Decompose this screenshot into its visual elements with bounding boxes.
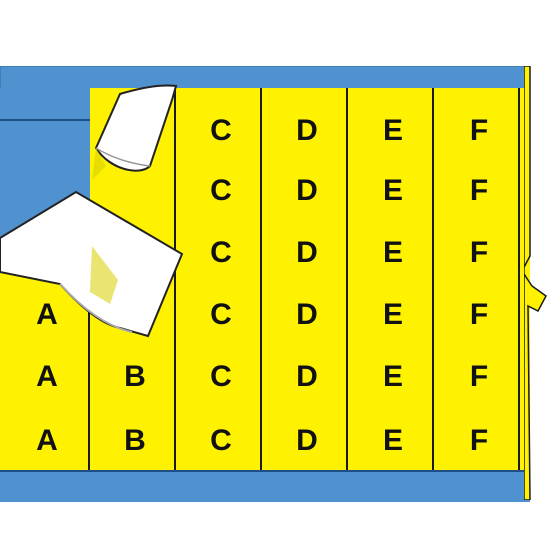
label-letter: D (296, 424, 318, 457)
label-letter: E (382, 424, 403, 457)
label-column-f (434, 88, 520, 470)
label-letter: F (469, 424, 489, 457)
label-letter: D (296, 360, 318, 393)
label-letter: F (469, 236, 489, 269)
label-letter: E (382, 114, 403, 147)
label-letter: F (469, 360, 489, 393)
label-letter: F (469, 114, 489, 147)
label-letter: B (124, 360, 146, 393)
label-letter: C (210, 236, 232, 269)
label-letter: F (469, 298, 489, 331)
label-letter: B (124, 424, 146, 457)
blue-backing-bottom-strip (0, 470, 530, 502)
label-letter: D (296, 114, 318, 147)
label-letter: C (210, 360, 232, 393)
label-letter: C (210, 298, 232, 331)
label-column-d (262, 88, 348, 470)
label-letter: D (296, 298, 318, 331)
label-letter: A (36, 298, 58, 331)
label-letter: F (469, 174, 489, 207)
label-letter: E (382, 174, 403, 207)
label-letter: D (296, 236, 318, 269)
peeled-labels (0, 84, 184, 338)
label-column-c (176, 88, 262, 470)
torn-right-edge (524, 66, 547, 500)
label-column-b (90, 88, 176, 470)
label-letter: C (210, 424, 232, 457)
label-letter: E (382, 236, 403, 269)
label-letter: C (210, 114, 232, 147)
label-letter: A (36, 424, 58, 457)
label-letter: A (36, 360, 58, 393)
label-letter: C (210, 174, 232, 207)
label-letter: E (382, 360, 403, 393)
label-letter: D (296, 174, 318, 207)
label-column-e (348, 88, 434, 470)
upper-peeled-label (94, 84, 178, 172)
label-letter: E (382, 298, 403, 331)
